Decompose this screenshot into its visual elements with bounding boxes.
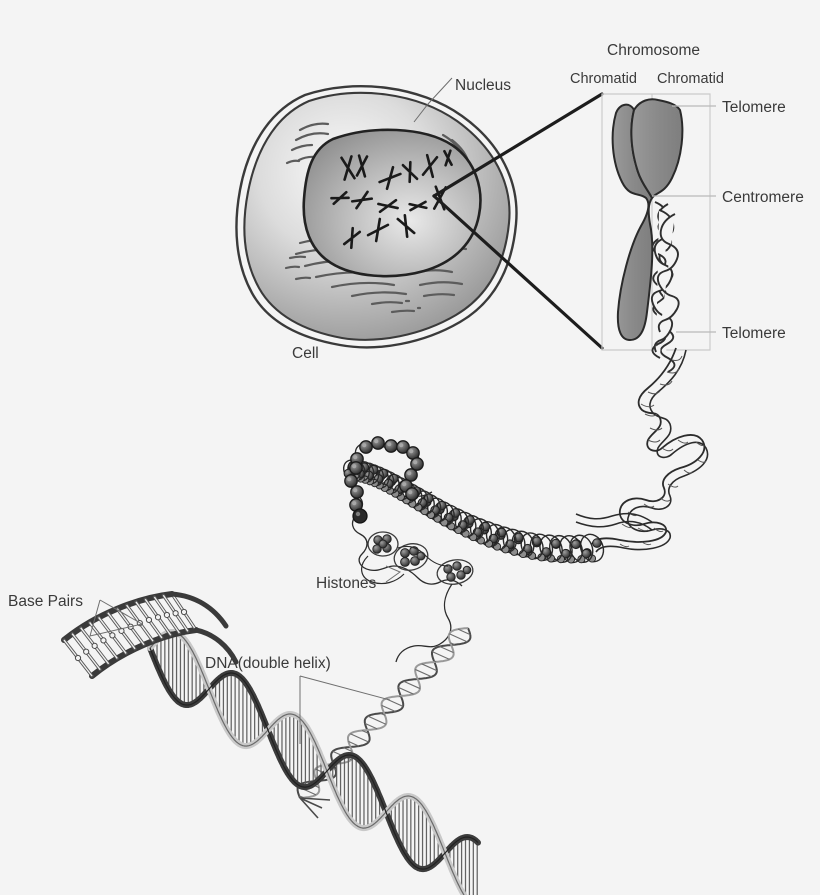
histones-label: Histones (316, 575, 377, 592)
chromatid-left-label: Chromatid (570, 71, 637, 87)
solenoid-turns (342, 459, 605, 564)
solenoid-tail-right2 (575, 520, 653, 531)
dna-helix-leader-line (299, 675, 391, 744)
dna-helix-label: DNA(double helix) (205, 655, 331, 672)
telomere-bottom-label: Telomere (722, 325, 786, 342)
cell-illustration (235, 85, 518, 349)
chromatid-right-label: Chromatid (657, 71, 724, 87)
base-pair-ladder (61, 591, 239, 679)
chromatin-loop-ribs (619, 355, 707, 548)
cell-label: Cell (292, 345, 319, 362)
chromatin-loop (591, 347, 709, 553)
chromosome-label: Chromosome (607, 42, 700, 59)
histone-clusters (361, 531, 474, 585)
chromosome-illustration (611, 98, 684, 373)
magnification-lines (432, 92, 604, 350)
cell-membrane-outer (235, 85, 518, 349)
base-pairs-leader-line (89, 599, 143, 637)
nucleus-label: Nucleus (455, 77, 511, 94)
solenoid-tail-right (575, 512, 653, 523)
base-pairs-label: Base Pairs (8, 593, 83, 610)
dna-double-helix (147, 629, 481, 895)
chromosome-annotations: Telomere Centromere Telomere (652, 99, 804, 342)
centromere-label: Centromere (722, 189, 804, 206)
chromatid-right-upper (630, 98, 684, 200)
histones-leader-line (385, 565, 402, 583)
linker-to-helix (395, 583, 453, 663)
solenoid-fiber (342, 459, 653, 564)
nucleus-leader-line (413, 77, 453, 123)
chromatin-fiber-condensed (650, 201, 680, 373)
telomere-top-label: Telomere (722, 99, 786, 116)
nuclear-chromosomes (330, 149, 453, 250)
nucleosome-array (344, 436, 474, 663)
